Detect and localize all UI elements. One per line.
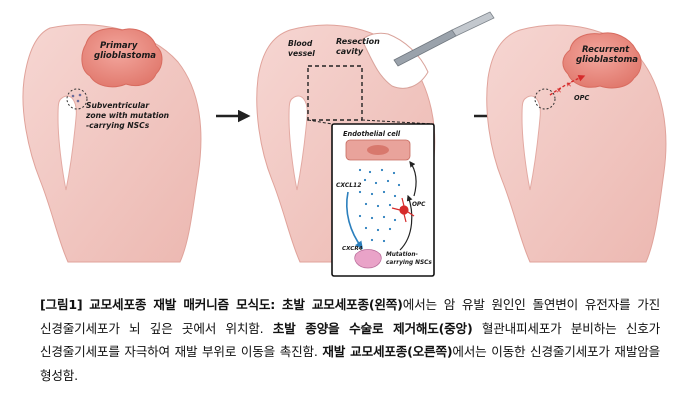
caption-text-1: 에서는 암 유발 원인인 돌연변이 유전자를 가진 신경줄기세포가 뇌 깊은 곳… (40, 297, 660, 336)
left-panel-primary: Primary glioblastoma Subventricular zone… (22, 24, 202, 263)
svz-label-2: zone with mutation (85, 111, 169, 120)
primary-tumor-label-2: glioblastoma (94, 51, 156, 61)
svg-text:Primary glioblastoma: Primary glioblastoma (94, 41, 156, 61)
svg-text:Subventricular zone with: Subventricular zone with mutation -carry… (85, 101, 172, 130)
svz-label-1: Subventricular (86, 101, 150, 110)
svz-cells-left (71, 93, 82, 103)
svg-text:✕: ✕ (556, 87, 562, 95)
migration-path-right: ✕ ✕ (549, 74, 586, 96)
caption-figure-title: 교모세포종 재발 매커니즘 모식도: (89, 297, 276, 312)
nsc-cell (354, 249, 382, 269)
svz-highlight-circle-right (534, 88, 556, 110)
opc-label-right: OPC (574, 94, 589, 102)
opc-cell-inset (391, 197, 415, 223)
surgical-instrument (393, 11, 495, 67)
caption-bold-3: 재발 교모세포종(오른쪽) (322, 344, 453, 359)
resection-label-2: cavity (336, 47, 364, 56)
cxcr4-label: CXCR4 (342, 246, 363, 252)
right-panel-recurrent: Recurrent glioblastoma ✕ ✕ OPC (486, 24, 667, 263)
caption-bold-1: 초발 교모세포종(왼쪽) (281, 297, 403, 312)
recurrent-tumor (562, 32, 642, 89)
zoom-connector-1 (307, 119, 333, 125)
figure-caption: [그림1] 교모세포종 재발 매커니즘 모식도: 초발 교모세포종(왼쪽)에서는… (40, 293, 660, 387)
blood-vessel-label-2: vessel (288, 49, 315, 58)
zoom-region-box (307, 65, 363, 121)
glioblastoma-recurrence-diagram: Primary glioblastoma Subventricular zone… (22, 11, 667, 277)
nsc-label-2: carrying NSCs (386, 260, 432, 266)
caption-bold-2: 초발 종양을 수술로 제거해도(중앙) (272, 320, 473, 336)
brain-hemisphere-left (22, 24, 202, 263)
primary-tumor (81, 28, 163, 88)
svg-text:Recurrent glioblastoma: Recurrent glioblastoma (576, 45, 638, 65)
middle-panel-resection: Blood vessel Resection cavity Endothelia… (256, 11, 495, 277)
blood-vessel-label-1: Blood (288, 39, 313, 48)
recurrent-tumor-label-2: glioblastoma (576, 55, 638, 65)
ventricle-middle (288, 95, 308, 191)
svg-text:✕: ✕ (566, 81, 572, 89)
primary-tumor-label-1: Primary (100, 41, 138, 51)
recurrent-tumor-label-1: Recurrent (582, 45, 630, 55)
svz-highlight-circle-left (66, 88, 88, 110)
cxcl12-label: CXCL12 (336, 182, 361, 189)
inset-signaling-box: Endothelial cell CXCL12 (331, 123, 435, 277)
svg-text:Mutation- carrying NSC: Mutation- carrying NSCs (386, 252, 432, 266)
migration-arrow-black (399, 194, 413, 251)
svg-text:Resection cavity: Resection cavity (336, 37, 383, 56)
ventricle-right (521, 95, 541, 191)
caption-text-2: 혈관내피세포가 분비하는 신호가 신경줄기세포를 자극하여 재발 부위로 이동을… (40, 320, 660, 360)
opc-arrow-black (409, 161, 417, 197)
resection-label-1: Resection (336, 37, 380, 46)
caption-figure-label: [그림1] (40, 297, 83, 312)
svg-text:Blood vessel: Blood vessel (288, 39, 315, 58)
ventricle-left (57, 95, 77, 191)
cxcl12-signal-dots (358, 168, 403, 243)
opc-label-inset: OPC (412, 202, 426, 208)
signal-arrow-blue (346, 191, 363, 250)
endothelial-nucleus (367, 145, 389, 155)
svz-label-3: -carrying NSCs (86, 121, 150, 130)
endothelial-label: Endothelial cell (343, 130, 401, 138)
caption-text-3: 에서는 이동한 신경줄기세포가 재발암을 형성함. (40, 344, 660, 383)
nsc-label-1: Mutation- (386, 252, 418, 258)
